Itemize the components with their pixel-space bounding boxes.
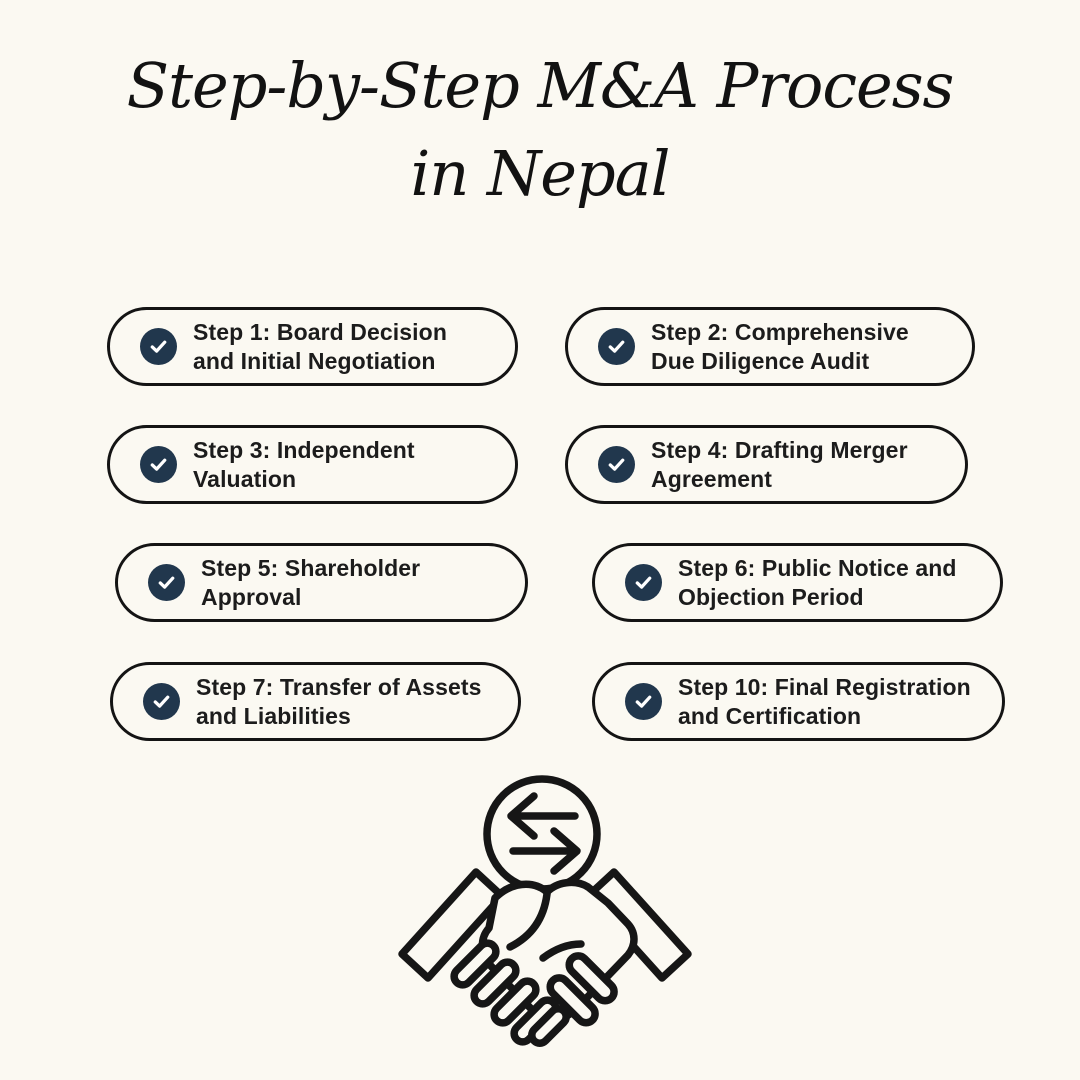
check-icon (140, 446, 177, 483)
step-pill-6: Step 6: Public Notice and Objection Peri… (592, 543, 1003, 622)
step-pill-1: Step 1: Board Decision and Initial Negot… (107, 307, 518, 386)
step-pill-5: Step 5: Shareholder Approval (115, 543, 528, 622)
step-label: Step 1: Board Decision and Initial Negot… (193, 318, 447, 374)
exchange-arrows-icon (483, 775, 601, 893)
step-pill-8: Step 10: Final Registration and Certific… (592, 662, 1005, 741)
check-icon (625, 564, 662, 601)
step-pill-3: Step 3: Independent Valuation (107, 425, 518, 504)
page-title: Step-by-Step M&A Process in Nepal (0, 42, 1080, 218)
title-line-1: Step-by-Step M&A Process (126, 49, 955, 122)
step-label: Step 3: Independent Valuation (193, 436, 415, 492)
title-line-2: in Nepal (410, 137, 671, 211)
step-pill-7: Step 7: Transfer of Assets and Liabiliti… (110, 662, 521, 741)
check-icon (140, 328, 177, 365)
step-pill-4: Step 4: Drafting Merger Agreement (565, 425, 968, 504)
check-icon (598, 446, 635, 483)
step-label: Step 4: Drafting Merger Agreement (651, 436, 908, 492)
check-icon (143, 683, 180, 720)
step-label: Step 6: Public Notice and Objection Peri… (678, 554, 957, 610)
step-label: Step 10: Final Registration and Certific… (678, 673, 971, 729)
check-icon (625, 683, 662, 720)
step-label: Step 5: Shareholder Approval (201, 554, 421, 610)
check-icon (598, 328, 635, 365)
step-label: Step 2: Comprehensive Due Diligence Audi… (651, 318, 909, 374)
handshake-exchange-icon (395, 768, 695, 1080)
handshake-icon (398, 868, 692, 1047)
step-pill-2: Step 2: Comprehensive Due Diligence Audi… (565, 307, 975, 386)
step-label: Step 7: Transfer of Assets and Liabiliti… (196, 673, 482, 729)
check-icon (148, 564, 185, 601)
